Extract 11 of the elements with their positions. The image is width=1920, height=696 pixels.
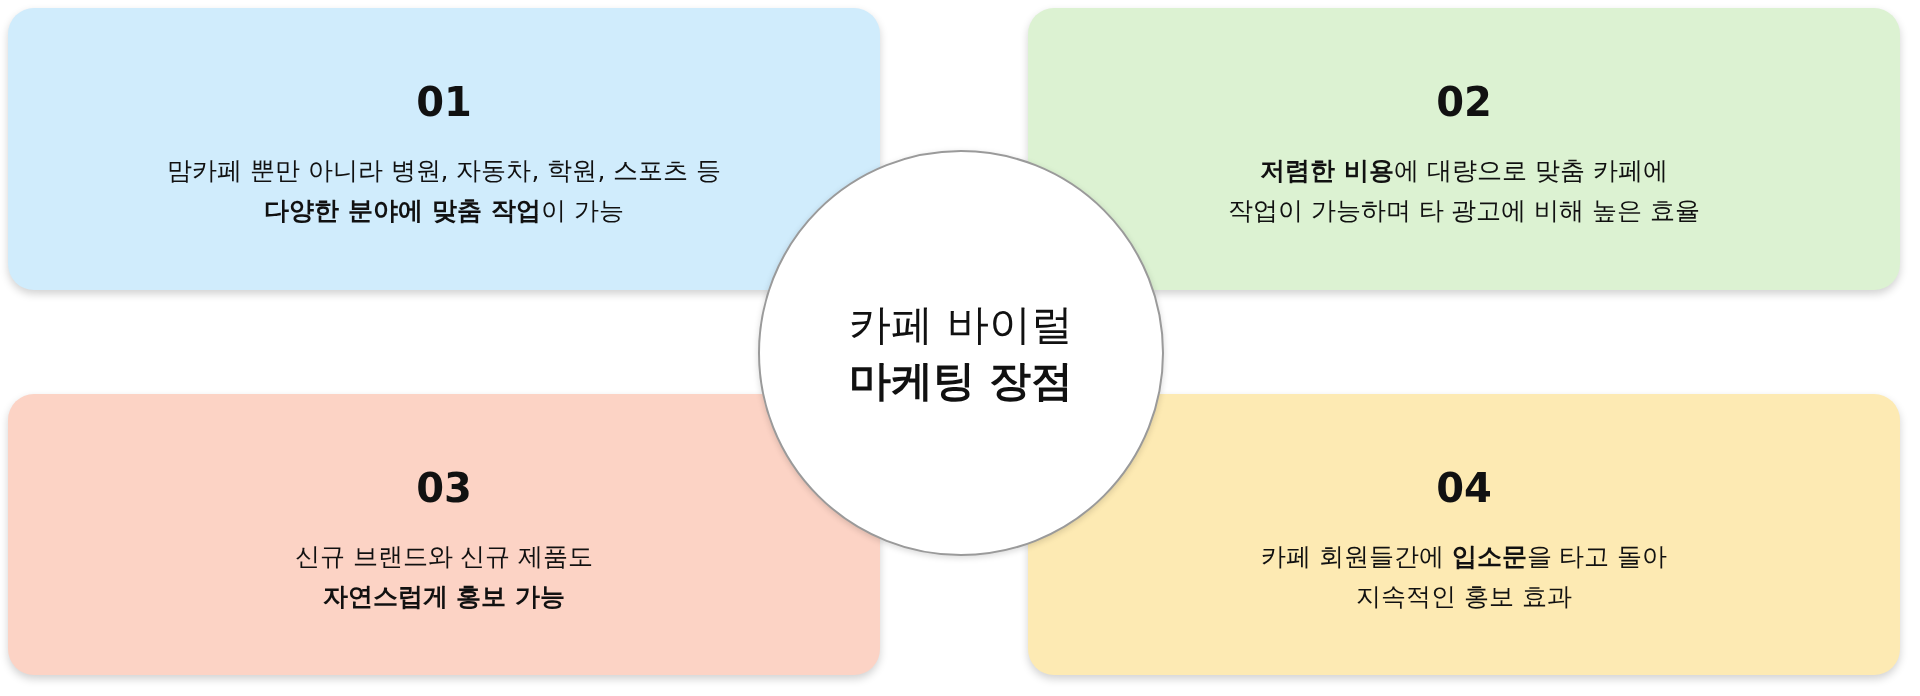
description-text: 신규 브랜드와 신규 제품도 자연스럽게 홍보 가능 <box>293 541 595 613</box>
description-text: 저렴한 비용에 대량으로 맞춤 카페에 작업이 가능하며 타 광고에 비해 높은 효율 <box>1226 155 1702 227</box>
step-number: 01 <box>415 78 473 126</box>
circle-title: 카페 바이럴 마케팅 장점 <box>848 299 1074 407</box>
step-number: 04 <box>1435 464 1493 512</box>
step-number: 03 <box>415 464 473 512</box>
description-text: 카페 회원들간에 입소문을 타고 돌아 지속적인 홍보 효과 <box>1259 541 1669 613</box>
description-text: 맘카페 뿐만 아니라 병원, 자동차, 학원, 스포츠 등 다양한 분야에 맞춤 작업이 가능 <box>165 155 723 227</box>
info-card <box>1028 8 1900 290</box>
step-number: 02 <box>1435 78 1493 126</box>
info-card <box>8 8 880 290</box>
